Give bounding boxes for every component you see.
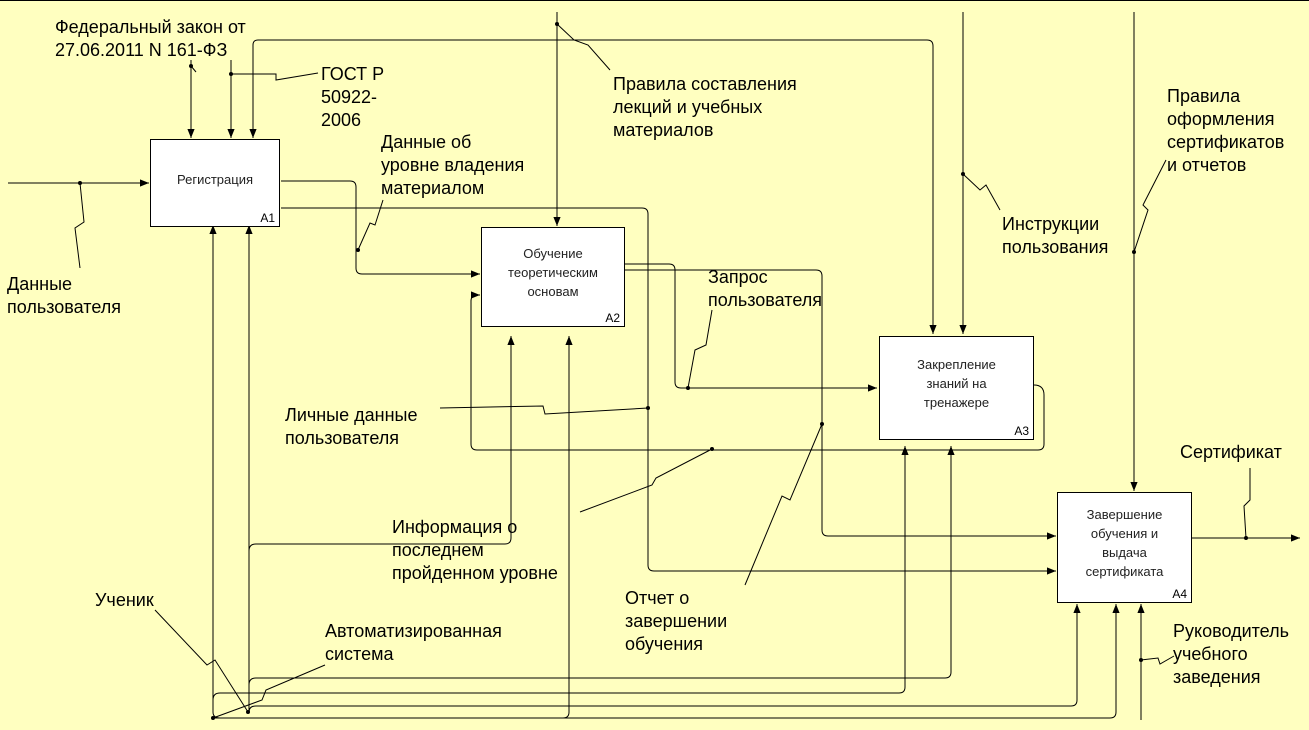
activity-box-a3[interactable]: Закрепление знаний на тренажере A3 — [879, 336, 1034, 440]
junction-dot — [555, 22, 559, 26]
label-completion-report: Отчет о завершении обучения — [625, 588, 728, 654]
arrow-user-request — [625, 263, 877, 392]
activity-id: A2 — [605, 311, 620, 325]
junction-dot — [686, 386, 690, 390]
arrow-completion-report — [625, 269, 1056, 540]
squiggle-lecture-rules — [556, 23, 611, 71]
label-user-data: Данные пользователя — [7, 274, 121, 317]
junction-dot — [356, 248, 360, 252]
label-user-request: Запрос пользователя — [708, 267, 822, 310]
squiggle-completion-report — [744, 423, 823, 586]
activity-id: A3 — [1014, 424, 1029, 438]
junction-dot — [1139, 658, 1143, 662]
label-student: Ученик — [95, 590, 154, 610]
junction-dot — [211, 716, 215, 720]
label-federal-law: Федеральный закон от 27.06.2011 N 161-ФЗ — [55, 17, 246, 60]
label-lecture-rules: Правила составления лекций и учебных мат… — [613, 74, 797, 140]
squiggle-certificate — [1243, 468, 1251, 539]
junction-dot — [646, 406, 650, 410]
activity-box-a1[interactable]: Регистрация A1 — [150, 139, 280, 227]
label-head: Руководитель учебного заведения — [1173, 621, 1289, 687]
activity-title: Завершение обучения и выдача сертификата — [1085, 507, 1164, 579]
activity-id: A4 — [1172, 587, 1187, 601]
junction-dot — [229, 72, 233, 76]
label-last-level: Информация о последнем пройденном уровне — [392, 517, 558, 583]
squiggle-personal-data — [439, 405, 649, 415]
squiggle-cert-rules — [1133, 159, 1167, 253]
junction-dot — [78, 181, 82, 185]
label-level-data: Данные об уровне владения материалом — [381, 132, 525, 198]
arrow-a1-to-a4 — [281, 207, 1056, 575]
arrow-lecture-rules-to-a3 — [557, 39, 937, 334]
junction-dot — [1132, 250, 1136, 254]
junction-dot — [820, 422, 824, 426]
squiggle-level-data — [357, 199, 384, 251]
arrow-mech-a3-left — [212, 446, 909, 701]
arrow-lecture-rules-to-a1 — [249, 39, 557, 138]
junction-dot — [189, 64, 193, 68]
squiggle-instructions — [962, 173, 1001, 211]
arrow-level-data — [281, 180, 480, 278]
squiggle-user-data — [74, 182, 85, 269]
arrow-mech-a4-right — [212, 604, 1120, 719]
junction-dot — [246, 710, 250, 714]
label-cert-rules: Правила оформления сертификатов и отчето… — [1167, 86, 1285, 175]
label-instructions: Инструкции пользования — [1002, 214, 1109, 257]
squiggle-last-level — [579, 448, 713, 513]
junction-dot — [961, 172, 965, 176]
junction-dot — [710, 447, 714, 451]
arrow-mech-a4-left — [248, 604, 1081, 713]
activity-box-a2[interactable]: Обучение теоретическим основам A2 — [481, 227, 625, 327]
arrow-mech-a2-left — [248, 336, 515, 552]
activity-title: Регистрация — [177, 172, 253, 187]
label-certificate: Сертификат — [1180, 442, 1282, 462]
activity-title: Закрепление знаний на тренажере — [917, 357, 996, 410]
label-auto-system: Автоматизированная система — [325, 621, 502, 664]
arrow-mech-a3-right — [248, 446, 955, 686]
junction-dot — [1244, 536, 1248, 540]
squiggle-auto-system — [212, 664, 326, 719]
label-gost: ГОСТ Р 50922- 2006 — [321, 64, 385, 130]
squiggle-student — [154, 609, 249, 713]
squiggle-user-request — [687, 309, 713, 389]
label-personal-data: Личные данные пользователя — [285, 405, 418, 448]
arrow-personal-data — [470, 291, 1045, 451]
squiggle-gost — [231, 72, 319, 81]
squiggle-head — [1140, 655, 1175, 665]
activity-id: A1 — [260, 211, 275, 225]
activity-box-a4[interactable]: Завершение обучения и выдача сертификата… — [1057, 492, 1192, 603]
activity-title: Обучение теоретическим основам — [508, 246, 598, 299]
